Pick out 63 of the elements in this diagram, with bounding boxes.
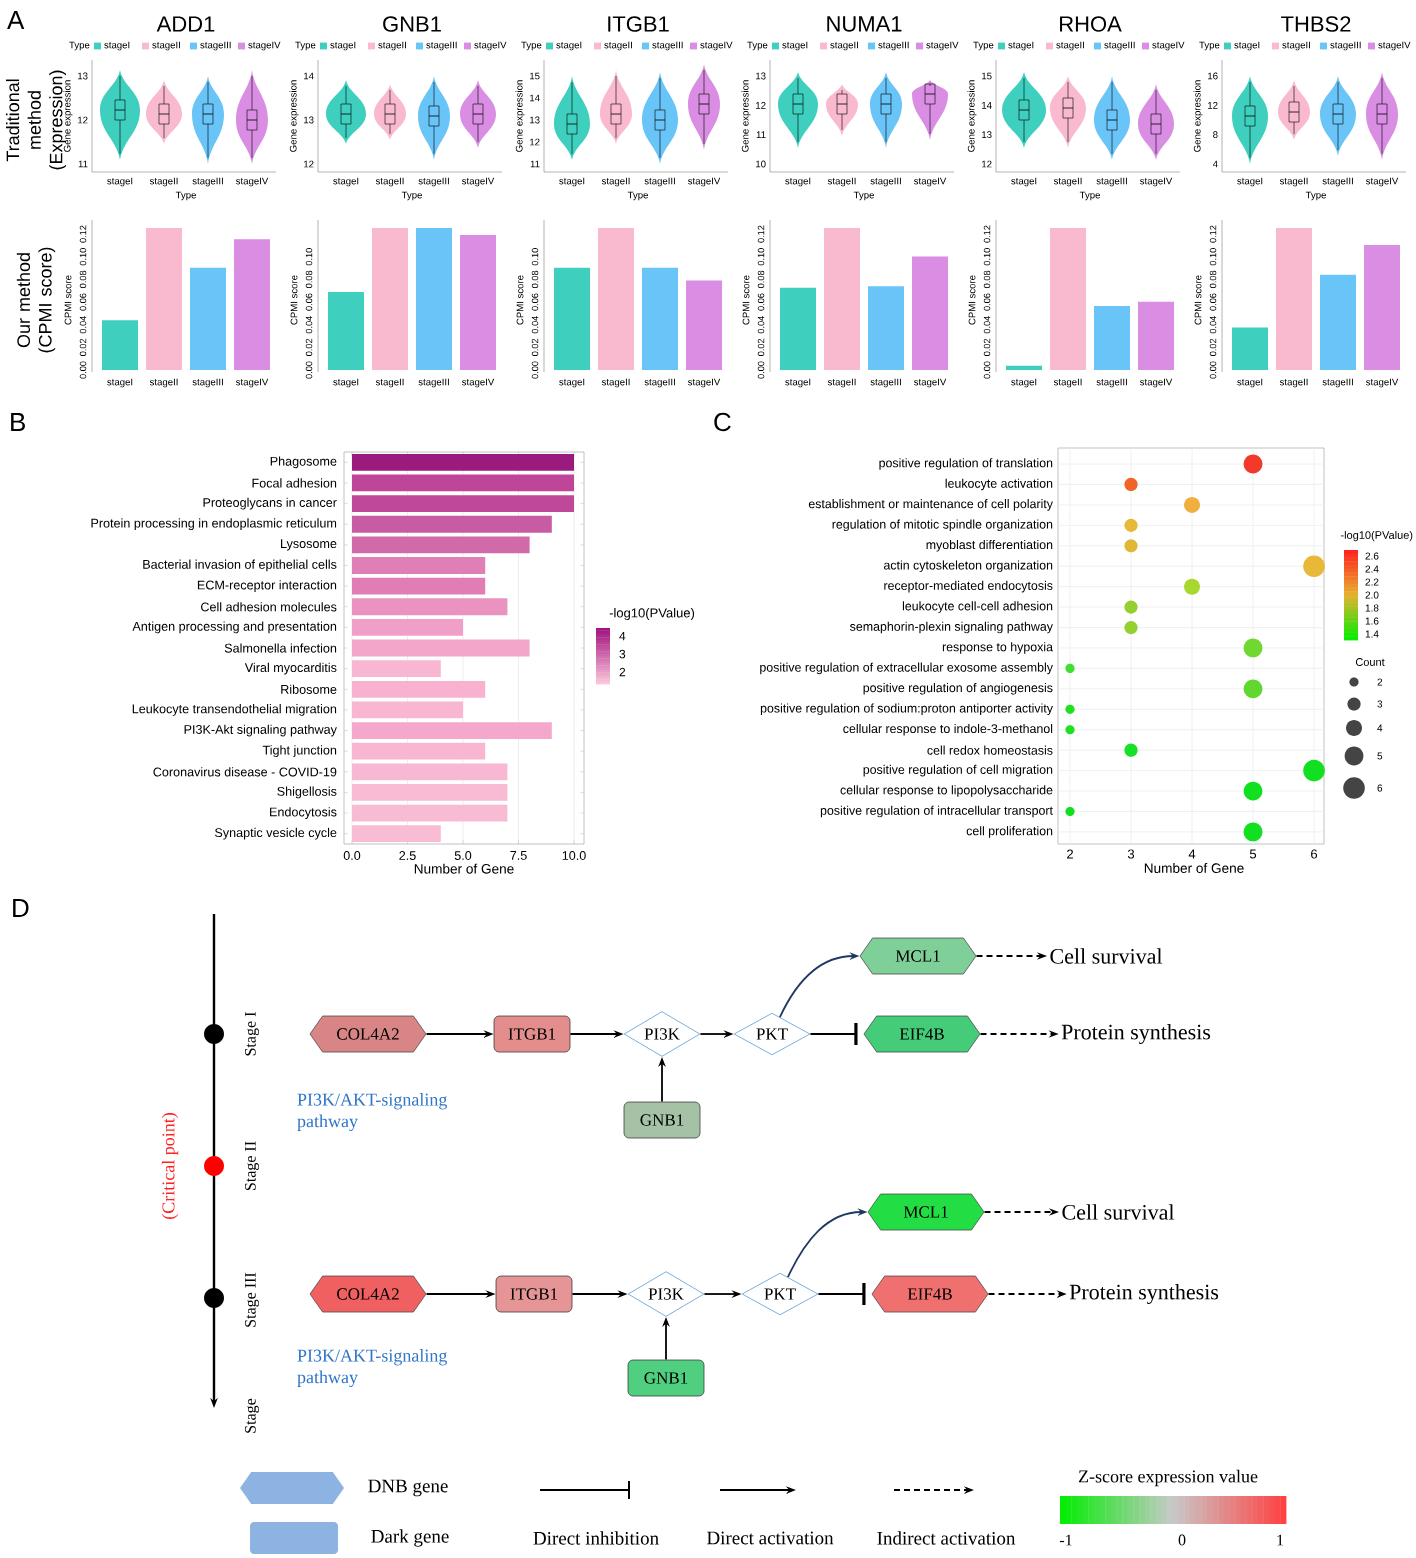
bar bbox=[351, 722, 552, 739]
bar bbox=[351, 536, 530, 554]
bar bbox=[351, 742, 486, 760]
gene-box: GNB1 bbox=[623, 1101, 701, 1139]
gene-hexagon: MCL1 bbox=[859, 937, 977, 975]
legend-label: Dark gene bbox=[371, 1529, 449, 1547]
bar bbox=[351, 515, 552, 533]
legend-label: Direct inhibition bbox=[533, 1531, 659, 1545]
scale-title: Z-score expression value bbox=[1078, 1469, 1258, 1487]
panel-letter: A bbox=[7, 11, 25, 29]
inhibition-line bbox=[809, 1023, 858, 1045]
bar bbox=[351, 577, 486, 595]
bar bbox=[351, 598, 508, 616]
bar bbox=[351, 495, 575, 512]
gene-title: GNB1 bbox=[383, 16, 441, 32]
legend-label: Indirect activation bbox=[877, 1531, 1016, 1545]
gene-title: NUMA1 bbox=[827, 16, 902, 32]
tick-label: -1 bbox=[1059, 1534, 1072, 1546]
row-label: Traditional method (Expression) bbox=[6, 70, 66, 170]
legend-label: DNB gene bbox=[368, 1479, 448, 1497]
bar bbox=[351, 804, 508, 822]
gene-hexagon: EIF4B bbox=[871, 1275, 989, 1313]
bar bbox=[351, 680, 486, 698]
gene-title: ITGB1 bbox=[608, 16, 669, 32]
bar bbox=[351, 557, 486, 574]
bar bbox=[351, 825, 441, 843]
pathway-label: PI3K/AKT-signaling pathway bbox=[297, 1349, 447, 1387]
panel-letter: B bbox=[11, 413, 25, 431]
bar bbox=[351, 701, 463, 719]
outcome-text: Protein synthesis bbox=[1061, 1024, 1211, 1044]
panel-letter: D bbox=[13, 899, 29, 917]
tick-label: 1 bbox=[1277, 1534, 1284, 1546]
row-label: Our method (CPMI score) bbox=[16, 247, 56, 353]
bar bbox=[351, 784, 508, 801]
stage-label: Stage I bbox=[245, 1012, 260, 1056]
gene-box: ITGB1 bbox=[495, 1275, 573, 1313]
gene-title: THBS2 bbox=[1281, 16, 1351, 32]
gene-hexagon: MCL1 bbox=[867, 1193, 985, 1231]
bar bbox=[351, 474, 575, 492]
legend-label: Direct activation bbox=[707, 1531, 834, 1545]
tick-label: 0 bbox=[1178, 1534, 1186, 1546]
outcome-text: Cell survival bbox=[1050, 948, 1163, 964]
bar bbox=[351, 639, 530, 657]
outcome-text: Protein synthesis bbox=[1069, 1284, 1219, 1305]
gene-hexagon: EIF4B bbox=[863, 1015, 981, 1053]
panel-letter: C bbox=[714, 412, 731, 432]
gene-hexagon: COL4A2 bbox=[309, 1275, 427, 1313]
gene-title: ADD1 bbox=[156, 16, 215, 32]
annotation: (Critical point) bbox=[161, 1113, 179, 1219]
bar bbox=[351, 453, 575, 471]
stage-label: Stage II bbox=[245, 1141, 260, 1191]
gene-title: RHOA bbox=[1060, 16, 1122, 32]
stage-label: Stage III bbox=[245, 1272, 260, 1327]
stage-label: Stage bbox=[245, 1398, 260, 1433]
bar bbox=[351, 660, 441, 678]
gene-box: GNB1 bbox=[627, 1359, 705, 1397]
outcome-text: Cell survival bbox=[1062, 1204, 1175, 1220]
bar bbox=[351, 618, 463, 636]
gene-hexagon: COL4A2 bbox=[309, 1015, 427, 1053]
inhibition-line bbox=[817, 1283, 866, 1305]
pathway-label: PI3K/AKT-signaling pathway bbox=[297, 1093, 447, 1131]
bar bbox=[351, 763, 508, 781]
gene-box: ITGB1 bbox=[493, 1015, 571, 1053]
